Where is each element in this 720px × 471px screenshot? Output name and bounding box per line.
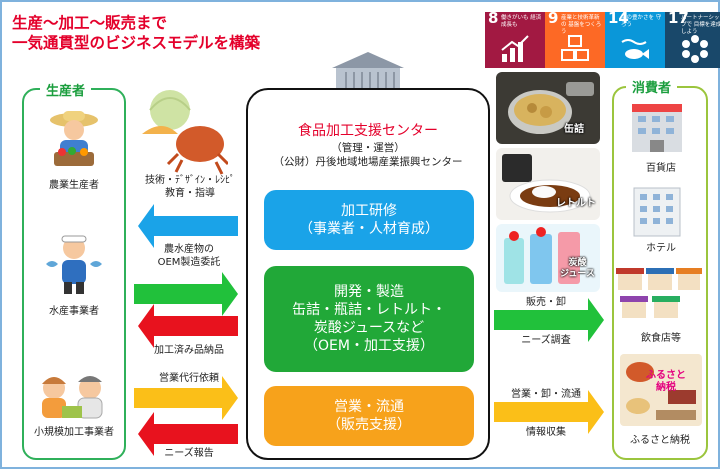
arrow-yellow-right <box>134 376 238 420</box>
produce-photo <box>136 84 228 176</box>
box-development-line-2: 缶詰・瓶詰・レトルト・ <box>292 302 446 318</box>
producer-fisher-label: 水産事業者 <box>49 306 99 317</box>
box-sales-line-2: （販売支援） <box>327 417 411 433</box>
info-collect-label: 情報収集 <box>526 427 566 438</box>
department-store-icon <box>632 104 682 152</box>
juice-label: 炭酸 ジュース <box>560 258 595 280</box>
oem-label-1: 農水産物の <box>164 244 214 255</box>
consumer-restaurant-label: 飲食店等 <box>641 333 681 344</box>
fisher-illustration <box>46 235 102 294</box>
center-subtitle-2: （公財）丹後地域地場産業振興センター <box>273 156 463 168</box>
delivery-label: 加工済み品納品 <box>154 345 224 356</box>
consumer-hotel-label: ホテル <box>646 243 676 254</box>
processors-illustration <box>42 376 103 419</box>
sales-request-label: 営業代行依頼 <box>159 373 219 384</box>
arrow-blue-left <box>138 204 238 248</box>
box-sales-line-1: 営業・流通 <box>334 399 404 415</box>
title-line-2: 一気通貫型のビジネスモデルを構築 <box>12 34 261 52</box>
consumer-furusato-label: ふるさと納税 <box>630 435 690 446</box>
title-line-1: 生産～加工～販売まで <box>12 14 168 32</box>
box-development-line-1: 開発・製造 <box>334 284 404 300</box>
arrow-green-right-consumer <box>494 298 604 342</box>
producer-processor-label: 小規模加工事業者 <box>34 427 114 438</box>
retort-photo: レトルト <box>496 148 600 220</box>
needs-report-label: ニーズ報告 <box>164 448 214 459</box>
sdg-label: 海の豊かさを 守ろう <box>621 15 662 28</box>
needs-research-label: ニーズ調査 <box>521 335 571 346</box>
box-development: 開発・製造 缶詰・瓶詰・レトルト・ 炭酸ジュースなど （OEM・加工支援） <box>264 266 474 372</box>
hotel-icon <box>633 187 681 237</box>
box-training: 加工研修 （事業者・人材育成） <box>264 190 474 250</box>
sdg-number: 9 <box>548 9 559 27</box>
furusato-tag-1: ふるさと <box>646 370 686 381</box>
box-sales: 営業・流通 （販売支援） <box>264 386 474 446</box>
canned-label: 缶詰 <box>564 124 584 135</box>
juice-photo: 炭酸 ジュース <box>496 224 600 292</box>
sdg-number: 17 <box>668 9 689 27</box>
center-title: 食品加工支援センター <box>298 123 438 139</box>
sdg-number: 8 <box>488 9 499 27</box>
arrow-red-left-2 <box>138 412 238 456</box>
farmer-illustration <box>50 111 98 166</box>
sdg-number: 14 <box>608 9 629 27</box>
furusato-tag: ふるさと 納税 <box>646 370 686 394</box>
producers-heading: 生産者 <box>40 80 92 99</box>
sdg-label: 産業と技術革新の 基盤をつくろう <box>561 15 602 35</box>
sales-wholesale-label: 販売・卸 <box>526 297 566 308</box>
arrow-green-right <box>134 272 238 316</box>
consumers-heading: 消費者 <box>626 77 678 96</box>
producer-farmer-label: 農業生産者 <box>49 180 99 191</box>
retort-label: レトルト <box>556 198 596 209</box>
box-development-line-4: （OEM・加工支援） <box>304 338 434 354</box>
tech-label-1: 技術・ﾃﾞｻﾞｲﾝ・ﾚｼﾋﾟ <box>145 175 235 186</box>
restaurants-icon <box>616 268 702 318</box>
juice-label-1: 炭酸 <box>568 258 587 268</box>
box-development-line-3: 炭酸ジュースなど <box>313 320 425 336</box>
box-training-line-2: （事業者・人材育成） <box>299 221 439 237</box>
canned-photo: 缶詰 <box>496 72 600 144</box>
tech-label-2: 教育・指導 <box>165 188 215 199</box>
box-training-line-1: 加工研修 <box>341 203 397 219</box>
arrow-yellow-right-consumer <box>494 390 604 434</box>
furusato-photo: ふるさと 納税 <box>620 354 702 426</box>
sdg-label: パートナーシップで 目標を達成しよう <box>681 15 720 35</box>
arrow-red-left <box>138 304 238 348</box>
center-subtitle-1: （管理・運営） <box>331 142 405 154</box>
consumer-dept-store-label: 百貨店 <box>646 163 676 174</box>
sdg-label: 働きがいも 経済成長も <box>501 15 542 28</box>
juice-label-2: ジュース <box>560 269 595 279</box>
furusato-tag-2: 納税 <box>656 382 676 393</box>
oem-label-2: OEM製造委託 <box>157 257 221 268</box>
sales-distribution-label: 営業・卸・流通 <box>511 389 581 400</box>
